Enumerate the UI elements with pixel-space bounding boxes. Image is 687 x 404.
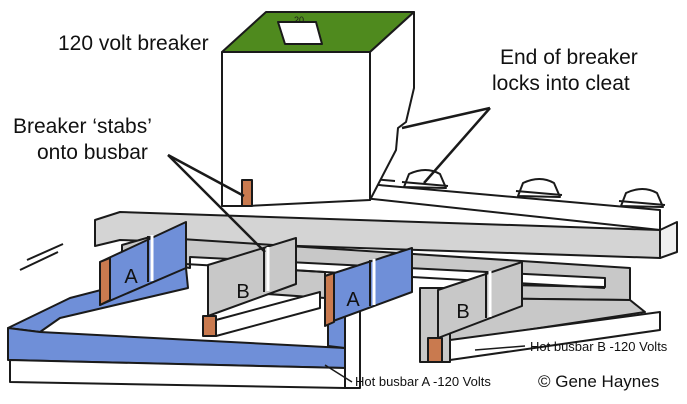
label-stabs-line2: onto busbar	[37, 141, 148, 164]
tab-letter-a2: A	[346, 289, 360, 311]
cleat	[515, 178, 563, 198]
busbar-tab-b2	[427, 261, 523, 363]
breaker-handle-rating: 20	[294, 15, 304, 25]
tab-letter-b1: B	[236, 281, 249, 303]
busbar-tab-a1	[99, 221, 187, 306]
label-busbar-a: Hot busbar A -120 Volts	[355, 374, 491, 389]
cleat	[401, 169, 449, 189]
busbar-tab-a2	[324, 247, 413, 327]
label-cleat-line2: locks into cleat	[492, 72, 630, 95]
tab-letter-b2: B	[456, 301, 469, 323]
cleat	[618, 188, 666, 208]
label-busbar-b: Hot busbar B -120 Volts	[530, 339, 668, 354]
breaker: 20	[221, 11, 415, 207]
label-stabs-line1: Breaker ‘stabs’	[13, 115, 152, 138]
copyright-text: © Gene Haynes	[538, 372, 660, 391]
tab-letter-a1: A	[124, 266, 138, 288]
label-cleat-line1: End of breaker	[500, 46, 638, 69]
label-breaker: 120 volt breaker	[58, 32, 209, 55]
leader-lines	[167, 106, 526, 383]
busbar-tab-b1	[202, 237, 321, 337]
